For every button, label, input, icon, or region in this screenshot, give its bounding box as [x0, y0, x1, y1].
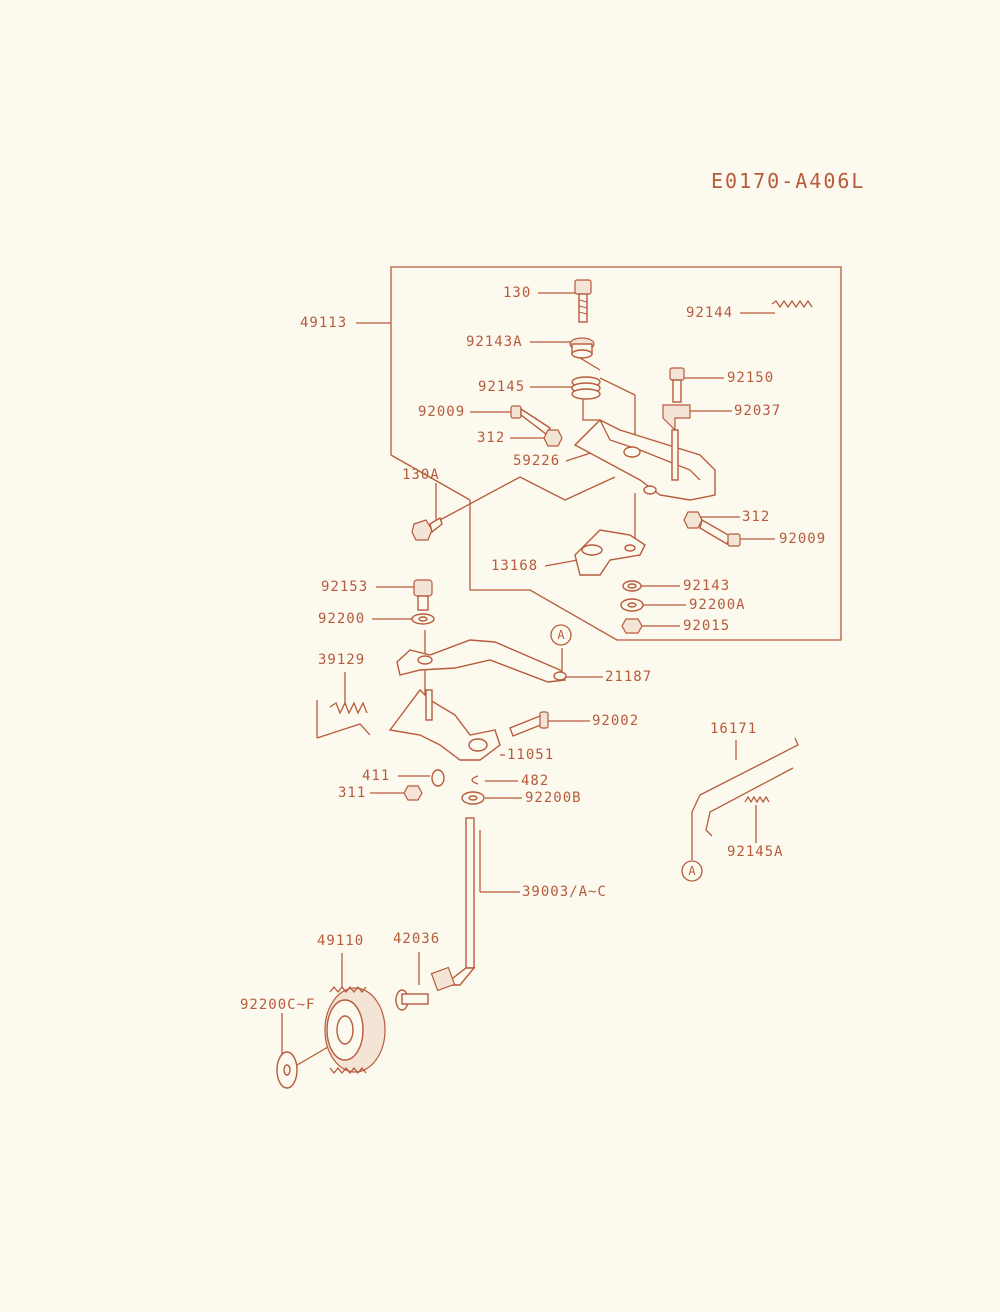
label-42036: 42036	[393, 931, 441, 947]
label-92200B: 92200B	[525, 790, 582, 806]
nut-312-lower	[683, 511, 703, 529]
ref-marker-a-lower: A	[681, 860, 703, 882]
label-92145A: 92145A	[727, 844, 784, 860]
bolt-92150	[669, 367, 685, 403]
bolt-92009-upper	[510, 405, 551, 436]
label-92200C: 92200C~F	[240, 997, 316, 1013]
label-482: 482	[521, 773, 550, 789]
arm-11051	[388, 688, 501, 761]
assembly-bracket-49113	[356, 266, 842, 641]
lever-13168	[574, 529, 646, 576]
label-130: 130	[503, 285, 532, 301]
spring-92145A	[744, 795, 770, 804]
label-16171: 16171	[710, 721, 758, 737]
washer-92200	[411, 613, 435, 625]
label-92144: 92144	[686, 305, 734, 321]
nut-311	[403, 785, 423, 801]
shaft-39003	[430, 817, 476, 992]
bolt-92009-lower	[699, 518, 741, 547]
nut-312-upper	[543, 429, 563, 447]
pin-42036	[395, 989, 429, 1011]
lever-21187	[396, 639, 567, 683]
washer-92200A	[620, 598, 644, 612]
svg-text:A: A	[557, 628, 565, 642]
nut-92015	[621, 618, 643, 634]
washer-92200B	[461, 791, 485, 805]
spring-39129	[316, 700, 368, 738]
label-92153: 92153	[321, 579, 369, 595]
label-312-lower: 312	[742, 509, 771, 525]
label-59226: 59226	[513, 453, 561, 469]
plate-59226	[573, 419, 716, 501]
diagram-code: E0170-A406L	[711, 169, 866, 193]
leader-lines	[281, 292, 775, 1069]
label-92150: 92150	[727, 370, 775, 386]
label-92009-upper: 92009	[418, 404, 466, 420]
bracket-92037	[662, 404, 691, 432]
rod-16171	[691, 737, 799, 837]
washer-92143	[622, 580, 642, 592]
label-130A: 130A	[402, 467, 440, 483]
label-92009-lower: 92009	[779, 531, 827, 547]
label-49110: 49110	[317, 933, 365, 949]
spring-92145	[571, 376, 601, 400]
label-311: 311	[338, 785, 367, 801]
label-49113: 49113	[300, 315, 348, 331]
label-92037: 92037	[734, 403, 782, 419]
label-11051: 11051	[507, 747, 555, 763]
washer-92143A	[569, 337, 595, 359]
assembly-guides	[316, 354, 636, 739]
bolt-92153	[413, 579, 433, 611]
label-92143A: 92143A	[466, 334, 523, 350]
label-92015: 92015	[683, 618, 731, 634]
bolt-130	[574, 279, 592, 323]
washer-92200C	[276, 1051, 298, 1089]
label-411: 411	[362, 768, 391, 784]
label-92143: 92143	[683, 578, 731, 594]
washer-411	[431, 769, 445, 787]
bolt-92002	[509, 711, 549, 737]
label-39129: 39129	[318, 652, 366, 668]
clip-482	[471, 775, 479, 785]
spring-92144	[771, 299, 813, 309]
ref-marker-a-upper: A	[550, 624, 572, 646]
label-92200: 92200	[318, 611, 366, 627]
svg-text:A: A	[688, 864, 696, 878]
label-312-upper: 312	[477, 430, 506, 446]
gear-49110	[324, 985, 386, 1075]
label-13168: 13168	[491, 558, 539, 574]
label-92145: 92145	[478, 379, 526, 395]
label-21187: 21187	[605, 669, 653, 685]
label-92200A: 92200A	[689, 597, 746, 613]
label-39003: 39003/A~C	[522, 884, 607, 900]
label-92002: 92002	[592, 713, 640, 729]
bolt-130A	[411, 516, 443, 541]
